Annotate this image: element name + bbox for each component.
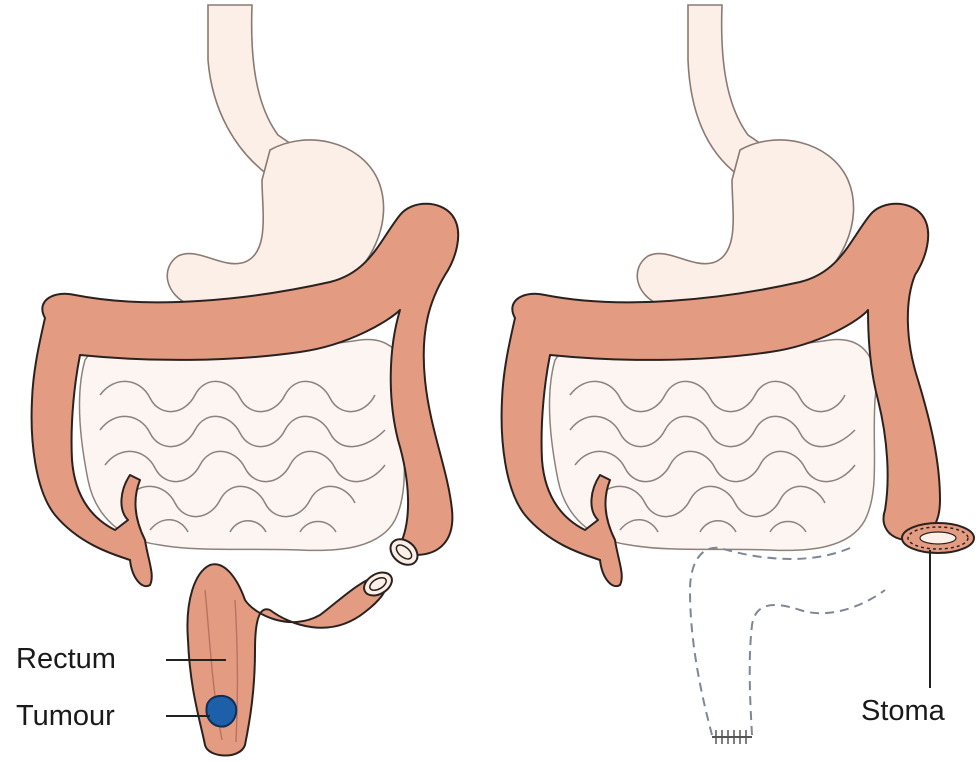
before-panel: Rectum Tumour [16, 5, 458, 756]
removed-section-outline [690, 548, 885, 735]
after-panel: Stoma [502, 5, 974, 744]
rectal-stump-staples [712, 730, 752, 744]
stoma-label: Stoma [861, 695, 946, 727]
rectum-label: Rectum [16, 643, 116, 675]
tumour-mass [206, 696, 236, 727]
stoma-ring [902, 523, 974, 553]
tumour-label: Tumour [16, 700, 115, 732]
